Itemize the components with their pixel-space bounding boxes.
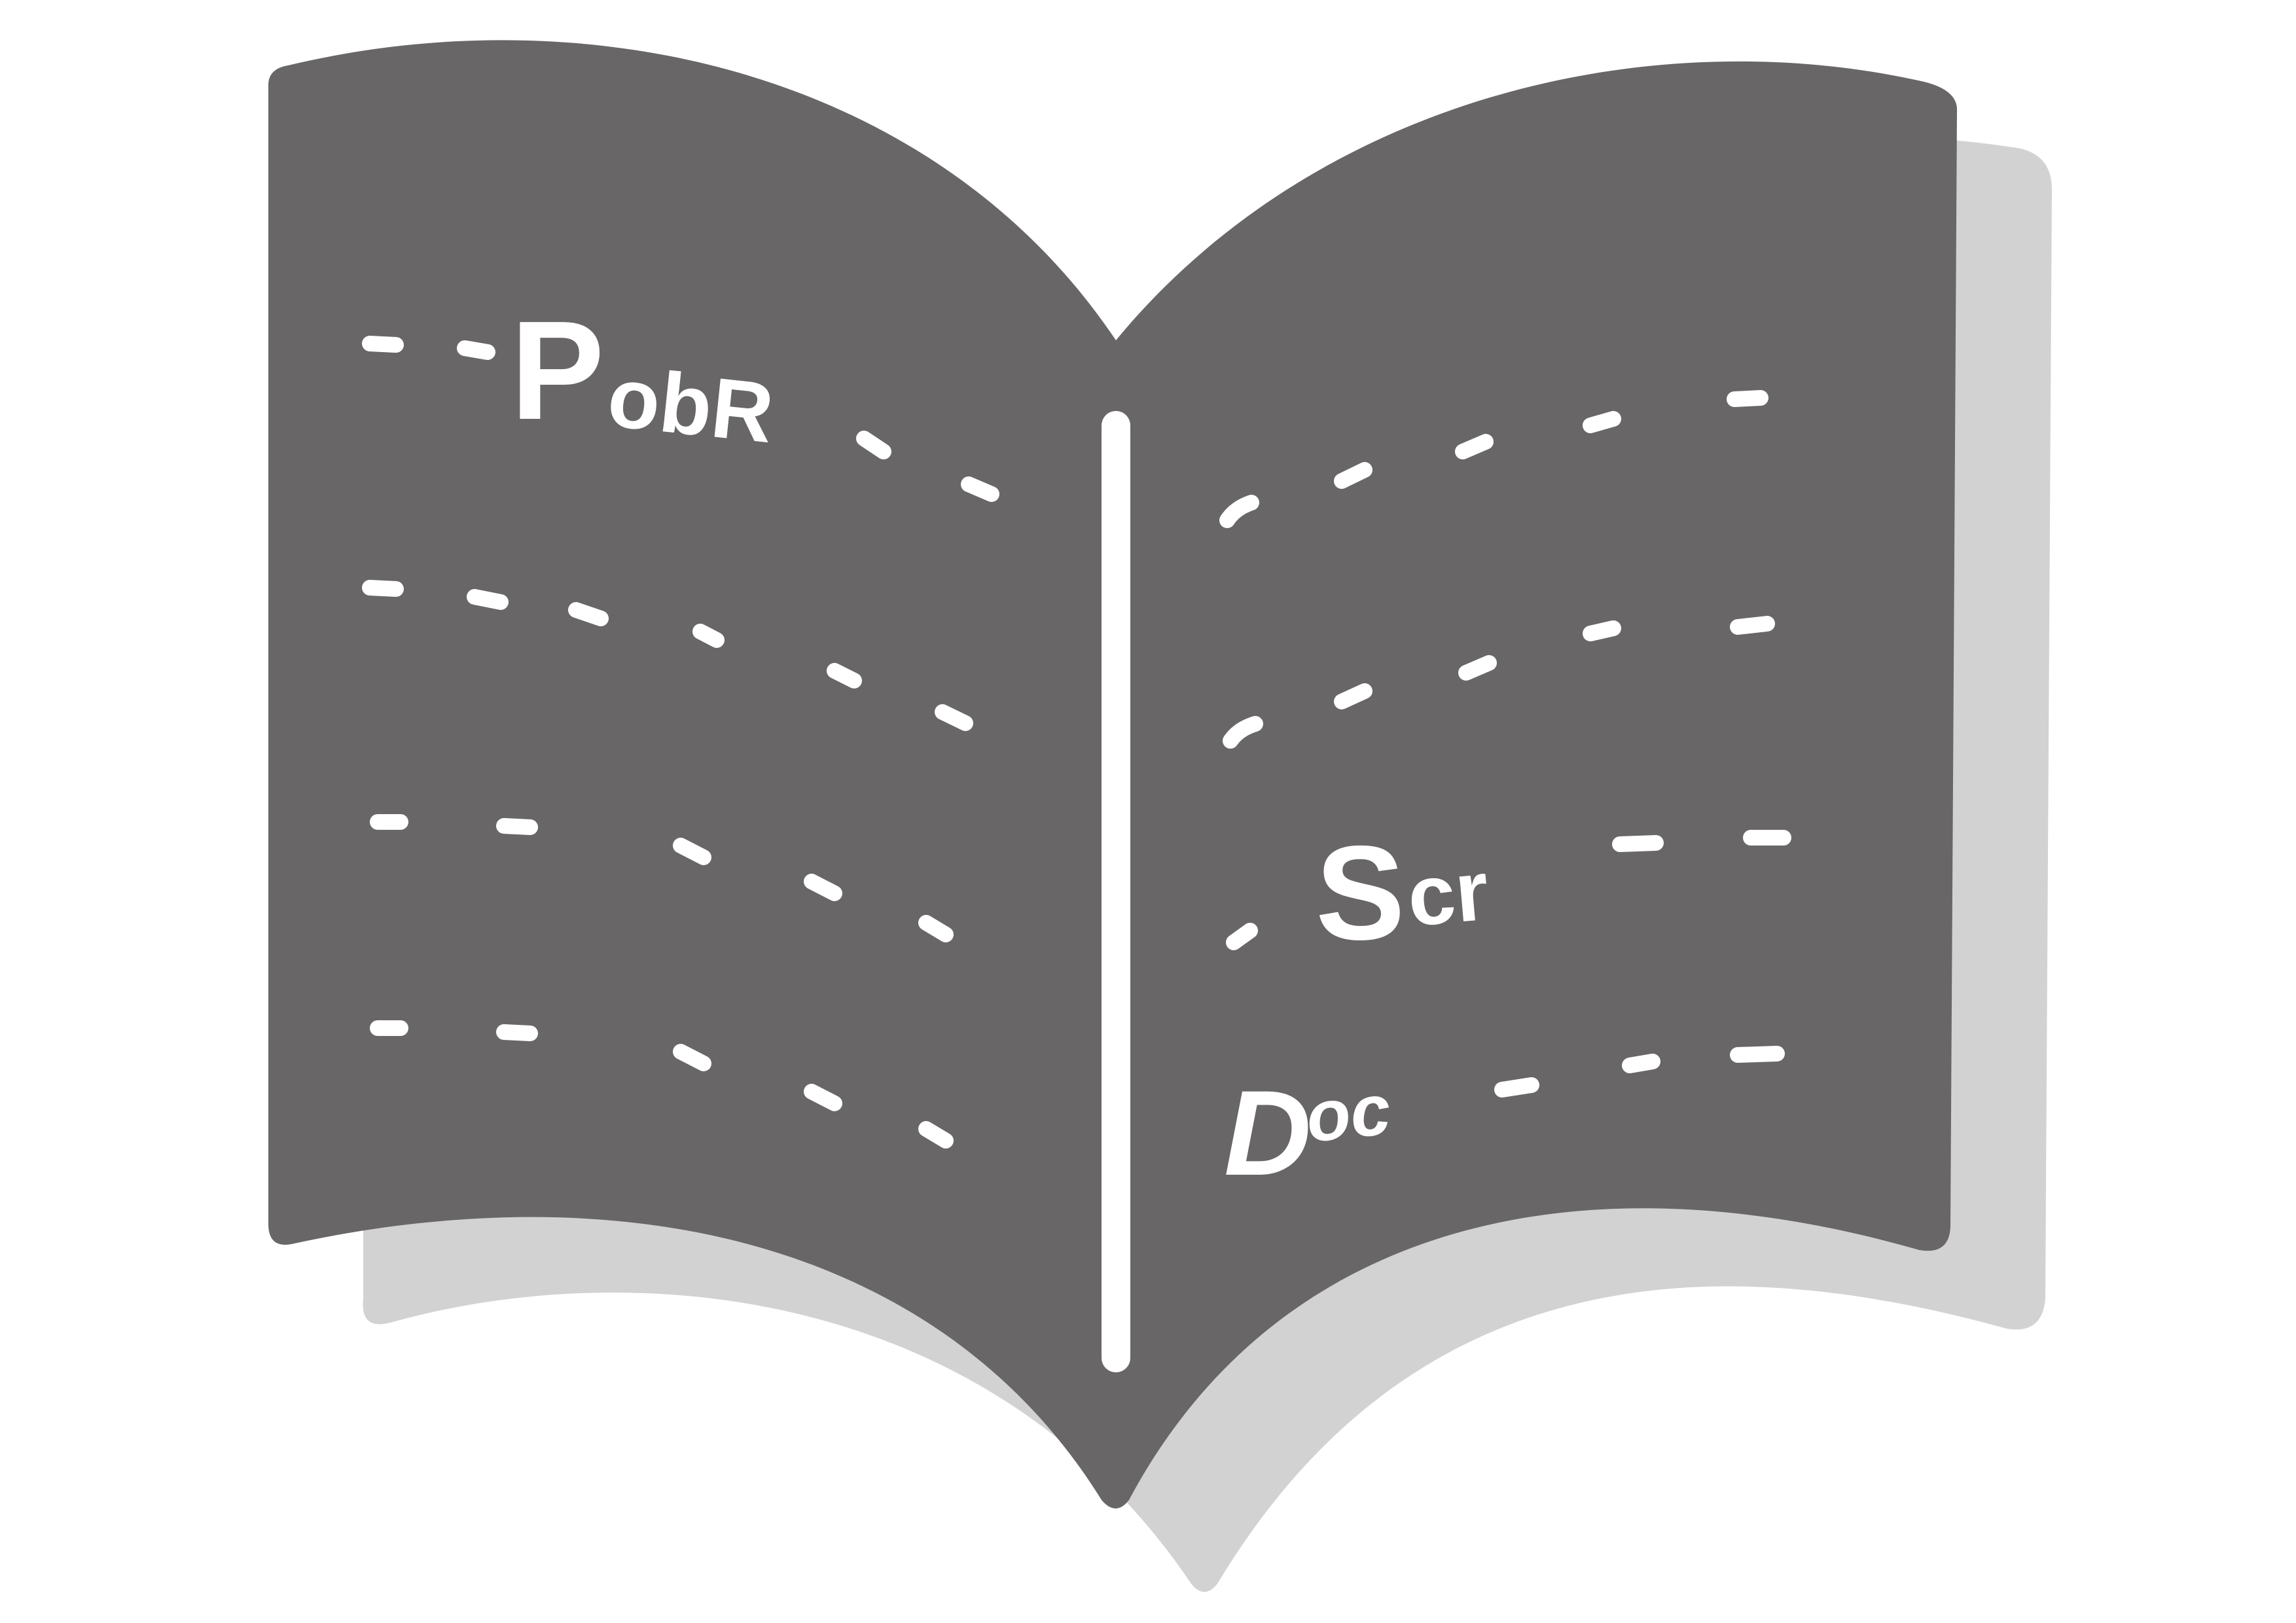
right-word2-big-letter: D <box>1224 1066 1312 1201</box>
left-page-lines <box>362 336 999 1149</box>
left-title-small-letters: obR <box>603 349 778 461</box>
right-word2-small-letters: oc <box>1302 1069 1395 1158</box>
right-word-small-letters: cr <box>1404 842 1492 944</box>
right-page-lines <box>1219 390 1791 1097</box>
left-title-big-letter: P <box>511 291 604 449</box>
right-word-big-letter: S <box>1316 818 1405 968</box>
